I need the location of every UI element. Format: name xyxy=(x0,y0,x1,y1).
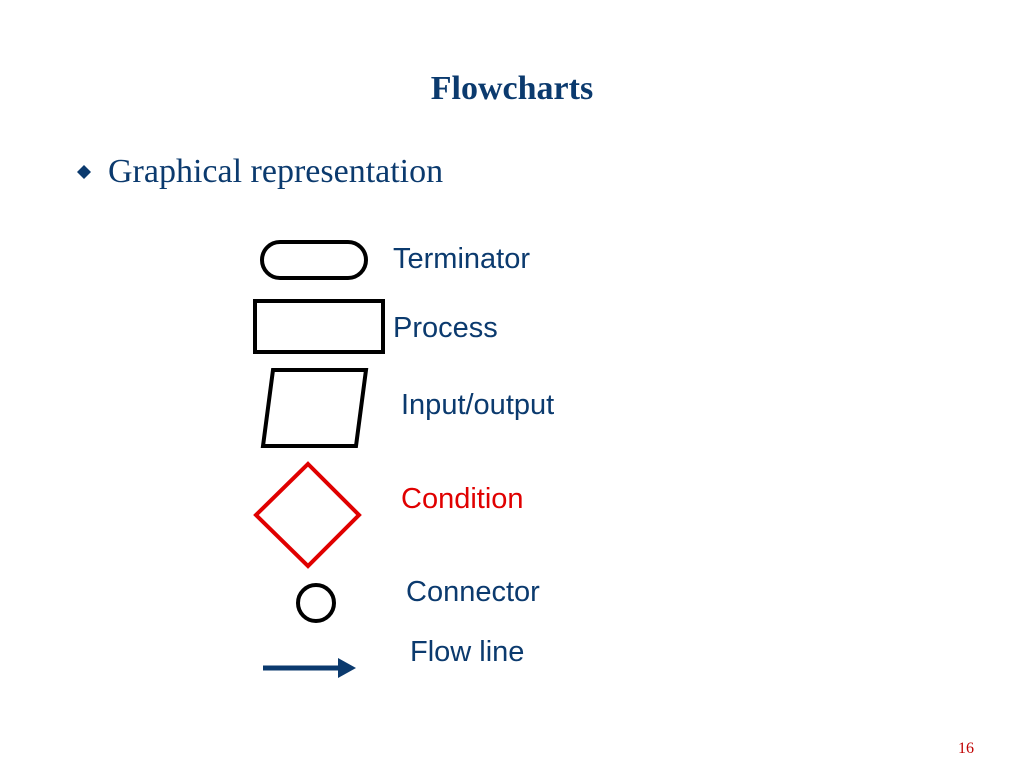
slide-title: Flowcharts xyxy=(430,70,594,107)
input-output-label: Input/output xyxy=(401,389,555,421)
process-label: Process xyxy=(393,312,498,344)
flow-line-label: Flow line xyxy=(410,636,525,668)
bullet-item: Graphical representation xyxy=(72,153,443,191)
process-shape xyxy=(253,299,385,354)
diamond-bullet-icon xyxy=(77,165,91,179)
condition-shape xyxy=(253,461,362,569)
terminator-shape xyxy=(260,240,368,280)
terminator-label: Terminator xyxy=(393,243,530,275)
page-number: 16 xyxy=(958,740,974,757)
condition-label: Condition xyxy=(401,483,524,515)
connector-label: Connector xyxy=(406,576,540,608)
connector-shape xyxy=(296,583,336,623)
bullet-text: Graphical representation xyxy=(108,153,444,190)
input-output-shape xyxy=(260,368,369,448)
flow-line-shape xyxy=(263,658,356,678)
